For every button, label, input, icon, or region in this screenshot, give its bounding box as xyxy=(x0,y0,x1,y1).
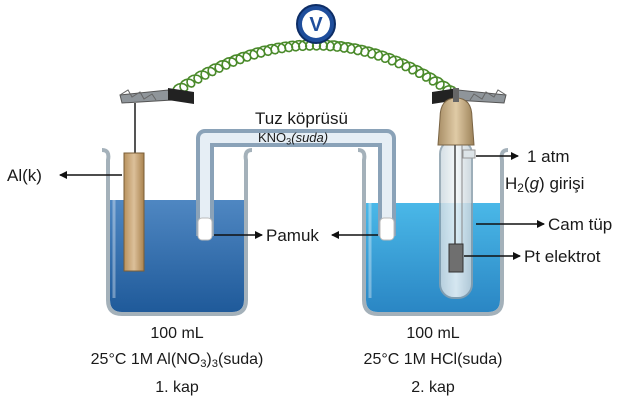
salt-bridge-formula: KNO3(suda) xyxy=(258,130,329,147)
right-cotton-plug xyxy=(379,217,395,241)
gas-inlet-label: H2(g) girişi xyxy=(505,174,585,195)
glass-tube xyxy=(439,139,473,299)
right-volume: 100 mL xyxy=(406,325,460,342)
right-clip xyxy=(432,88,507,104)
cotton-label: Pamuk xyxy=(266,226,319,245)
left-clip xyxy=(119,88,194,104)
right-solution-label: 25°C 1M HCl(suda) xyxy=(363,351,503,368)
right-beaker-name: 2. kap xyxy=(411,379,455,396)
left-volume: 100 mL xyxy=(150,325,204,342)
left-solution-label: 25°C 1M Al(NO3)3(suda) xyxy=(90,351,264,370)
connecting-wire xyxy=(172,39,459,97)
aluminum-electrode xyxy=(123,152,145,272)
anode-label: Al(k) xyxy=(7,166,42,185)
hydrogen-electrode xyxy=(437,88,476,299)
platinum-electrode xyxy=(448,243,464,273)
stopper xyxy=(437,97,475,146)
gas-pressure-label: 1 atm xyxy=(527,147,570,166)
left-beaker-name: 1. kap xyxy=(155,379,199,396)
glass-tube-label: Cam tüp xyxy=(548,215,613,234)
salt-bridge-title: Tuz köprüsü xyxy=(255,109,348,128)
voltmeter: V xyxy=(296,4,336,44)
left-cotton-plug xyxy=(197,217,213,241)
voltmeter-symbol: V xyxy=(309,14,323,36)
pt-electrode-label: Pt elektrot xyxy=(524,247,601,266)
